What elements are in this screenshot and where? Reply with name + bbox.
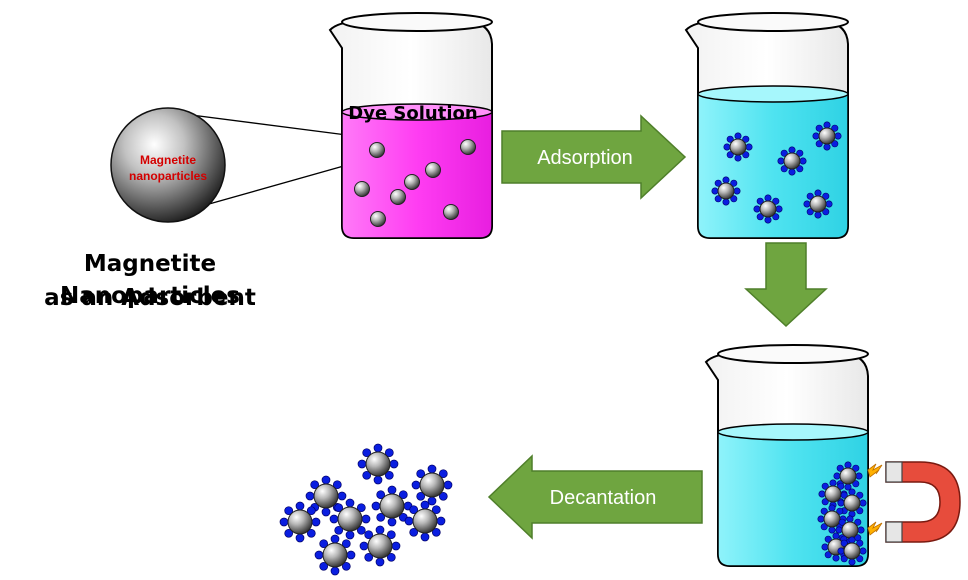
particle	[369, 142, 385, 158]
particle	[354, 181, 370, 197]
particle	[460, 139, 476, 155]
particle	[443, 204, 459, 220]
particle	[370, 211, 386, 227]
magnetite-label-line2: nanoparticles	[129, 169, 207, 183]
spark-icon	[867, 521, 883, 536]
magnet-icon	[885, 461, 961, 543]
dye-solution-label: Dye Solution	[348, 103, 477, 124]
coated-particle	[314, 534, 356, 576]
particle	[390, 189, 406, 205]
coated-particle	[777, 146, 807, 176]
coated-particle	[359, 525, 401, 567]
coated-particle	[404, 500, 446, 542]
coated-particle	[411, 464, 453, 506]
coated-particle	[711, 176, 741, 206]
coated-particle	[723, 132, 753, 162]
decantation-arrow: Decantation	[487, 454, 703, 540]
caption-line2: as an Adsorbent	[44, 285, 256, 311]
coated-particle	[837, 536, 867, 566]
coated-particle	[812, 121, 842, 151]
coated-particle	[357, 443, 399, 485]
caption-line1: Magnetite Nanoparticles	[60, 251, 240, 309]
collected-particles-cluster	[279, 443, 453, 576]
coated-particle	[753, 194, 783, 224]
down-arrow	[744, 242, 828, 328]
adsorption-arrow: Adsorption	[501, 114, 687, 200]
decantation-label: Decantation	[550, 487, 657, 509]
particle	[404, 174, 420, 190]
coated-particle	[279, 501, 321, 543]
zoom-line-top	[167, 111, 371, 139]
beaker-adsorption	[684, 12, 849, 239]
beaker-separation	[704, 344, 869, 567]
adsorption-label: Adsorption	[537, 147, 633, 169]
coated-particle	[329, 498, 371, 540]
spark-icon	[867, 463, 883, 478]
magnetite-sphere: Magnetite nanoparticles	[110, 107, 226, 223]
dye-liquid	[341, 111, 493, 239]
coated-particle	[803, 189, 833, 219]
magnetite-label-line1: Magnetite	[140, 153, 196, 167]
particle	[425, 162, 441, 178]
beaker-dye-solution: Dye Solution	[328, 12, 493, 239]
